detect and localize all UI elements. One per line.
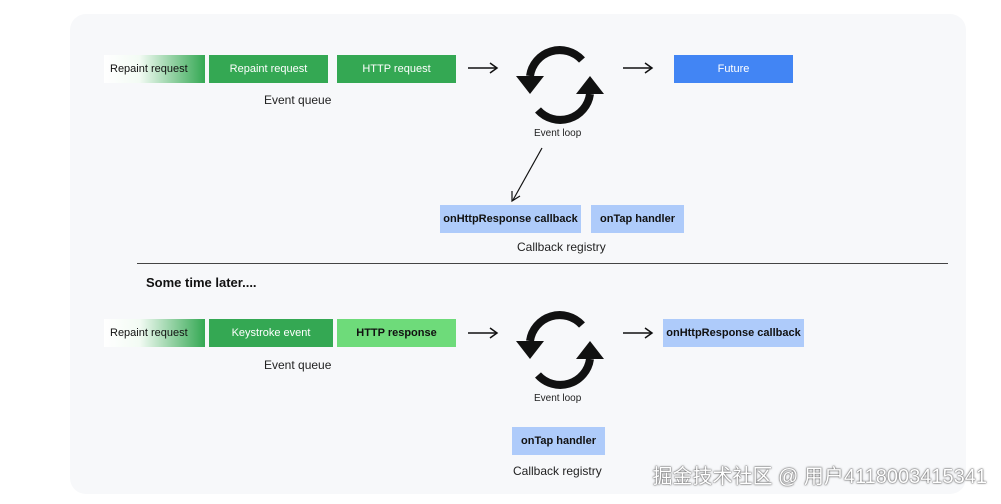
arrow-right-icon: [468, 62, 499, 74]
top-queue-item-3: HTTP request: [337, 55, 456, 83]
event-loop-cycle-icon: [516, 311, 604, 389]
top-queue-label: Event queue: [264, 93, 332, 107]
bottom-queue-item-3: HTTP response: [337, 319, 456, 347]
top-loop-label: Event loop: [534, 128, 582, 139]
output-callback-box: onHttpResponse callback: [663, 319, 804, 347]
registry-ontap-box: onTap handler: [591, 205, 684, 233]
future-box: Future: [674, 55, 793, 83]
bottom-loop-label: Event loop: [534, 393, 582, 404]
arrow-right-icon: [468, 327, 499, 339]
top-registry-label: Callback registry: [517, 240, 606, 254]
bottom-queue-item-2: Keystroke event: [209, 319, 333, 347]
bottom-queue-item-1: Repaint request: [104, 319, 205, 347]
diagram-panel: [70, 14, 966, 494]
registry-callback-box: onHttpResponse callback: [440, 205, 581, 233]
arrow-right-icon: [623, 62, 654, 74]
arrow-right-icon: [623, 327, 654, 339]
bottom-queue-label: Event queue: [264, 358, 332, 372]
bottom-registry-ontap-box: onTap handler: [512, 427, 605, 455]
some-time-later-heading: Some time later....: [146, 275, 257, 290]
event-loop-cycle-icon: [516, 46, 604, 124]
watermark: 掘金技术社区 @ 用户4118003415341: [652, 466, 987, 488]
arrow-down-left-icon: [511, 147, 543, 203]
top-queue-item-1: Repaint request: [104, 55, 205, 83]
bottom-registry-label: Callback registry: [513, 464, 602, 478]
section-divider: [137, 263, 948, 264]
top-queue-item-2: Repaint request: [209, 55, 328, 83]
